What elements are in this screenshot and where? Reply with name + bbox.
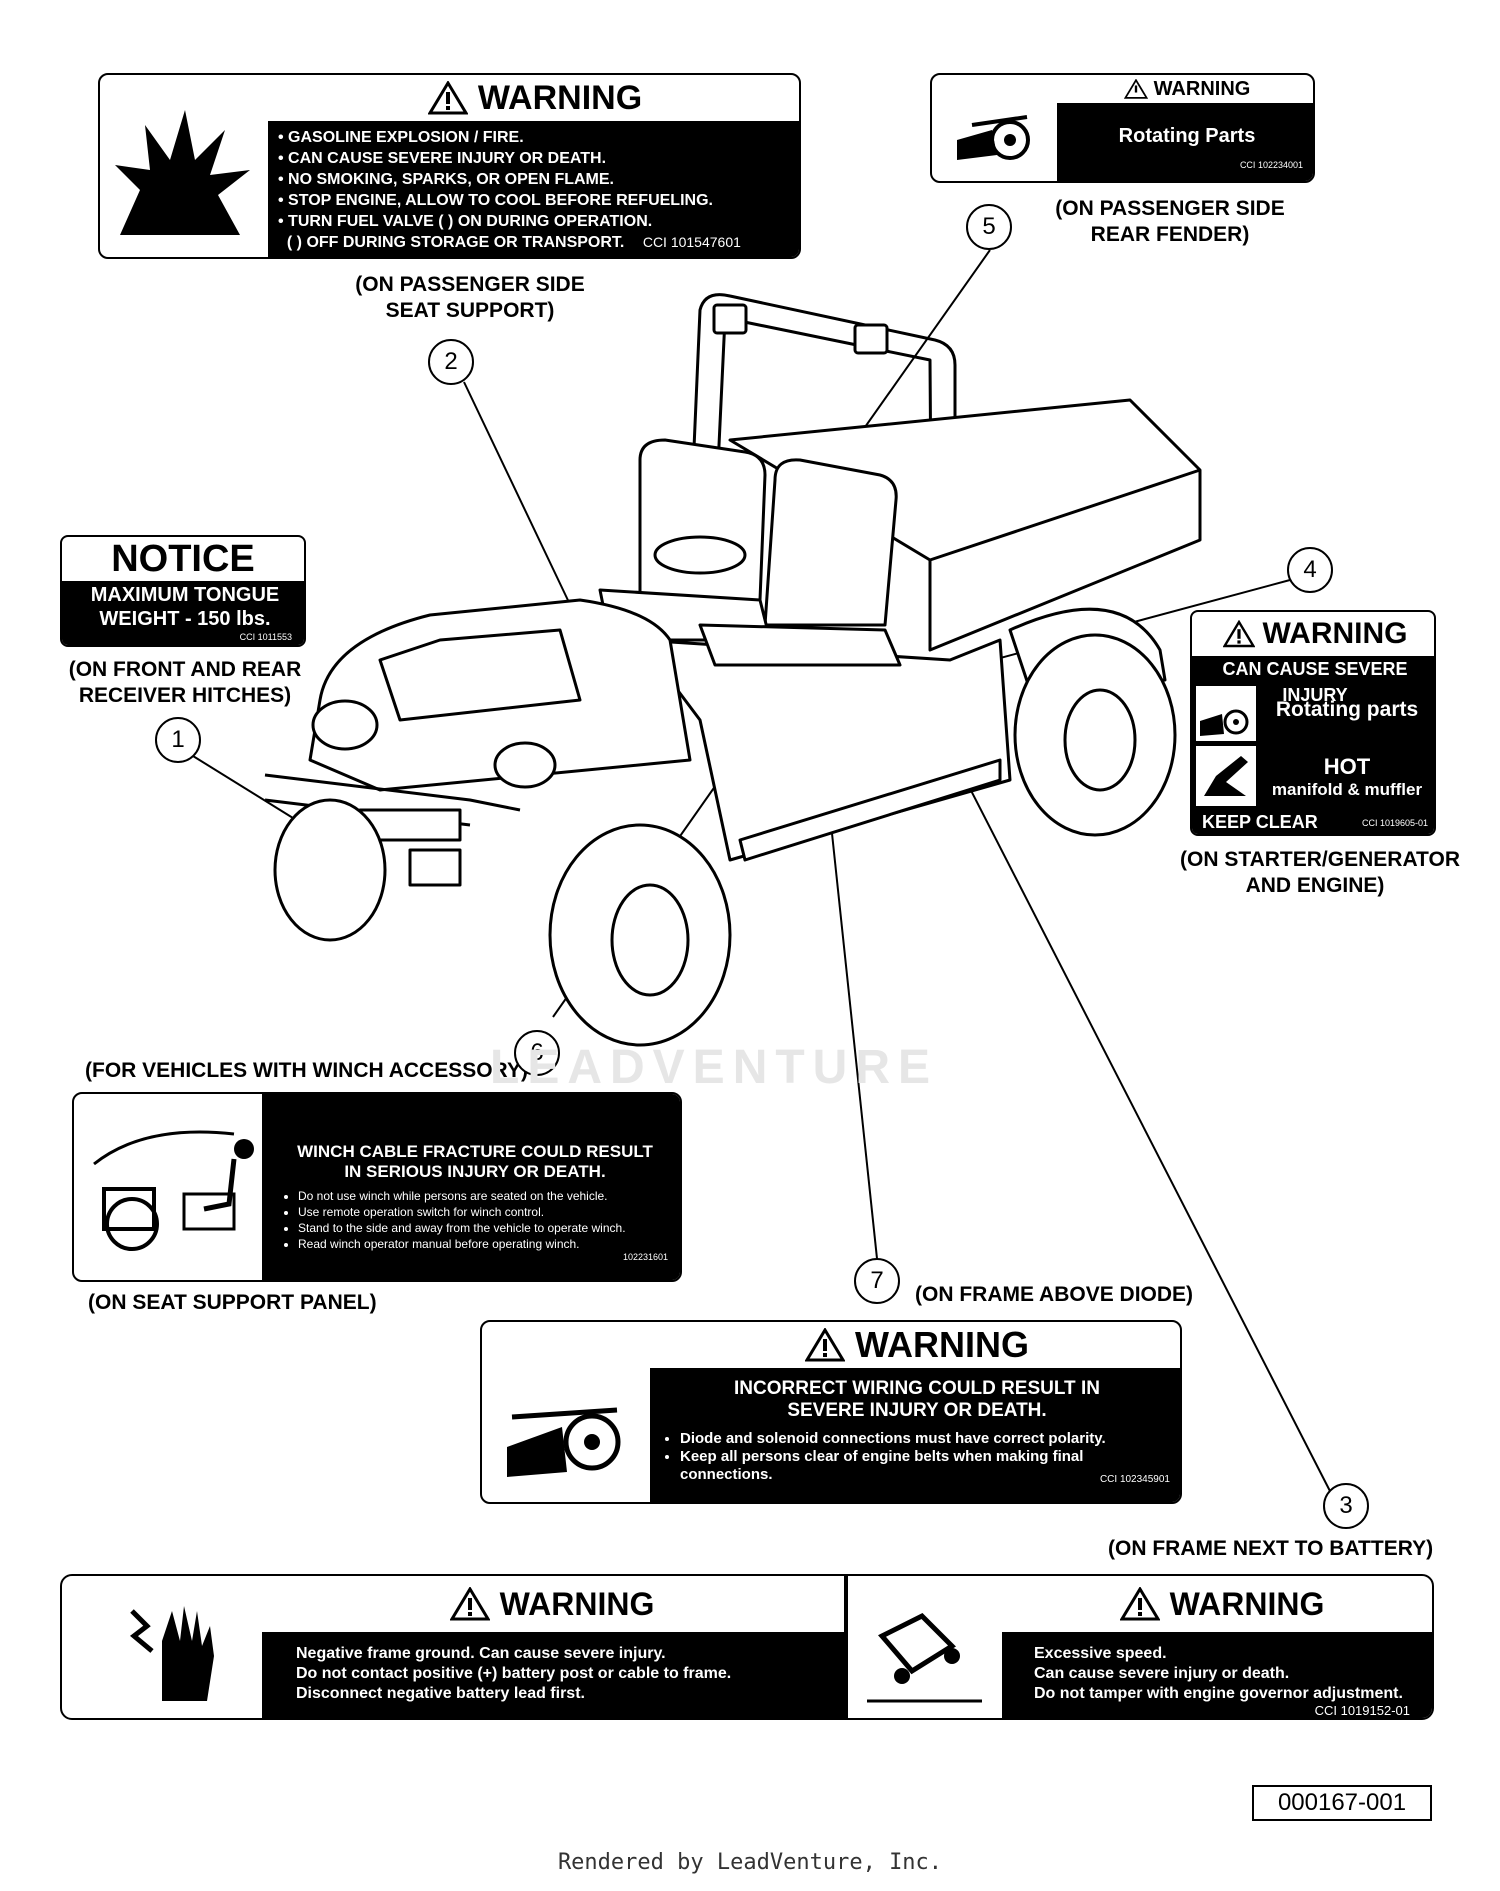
utv-illustration [264,293,1202,1047]
fuel-line: ( ) OFF DURING STORAGE OR TRANSPORT. CCI… [286,234,741,251]
warning-triangle-icon [1222,620,1255,648]
hot-surface-icon [1196,746,1256,806]
warning-header: WARNING [652,1322,1180,1368]
callout-6: 6 [514,1030,560,1076]
notice-decal: NOTICE MAXIMUM TONGUE WEIGHT - 150 lbs. … [60,535,306,647]
watermark: LEADVENTURE [490,1041,939,1094]
fuel-line: • TURN FUEL VALVE ( ) ON DURING OPERATIO… [278,213,653,230]
battery-decal-location: (ON FRAME NEXT TO BATTERY) [1108,1537,1434,1560]
battery-speed-decal: WARNING Negative frame ground. Can cause… [60,1574,1434,1720]
part-code: CCI 102234001 [1239,160,1303,170]
fuel-warning-decal: WARNING • GASOLINE EXPLOSION / FIRE. • C… [98,73,801,259]
warning-header: WARNING [1192,612,1434,656]
fuel-line: • CAN CAUSE SEVERE INJURY OR DEATH. [278,150,607,167]
belt-hazard-icon [502,1352,632,1487]
callout-4: 4 [1287,547,1333,593]
warning-header: WARNING [262,1576,842,1632]
warning-header: WARNING [1057,75,1313,103]
wiring-warning-decal: WARNING INCORRECT WIRING COULD RESULT IN… [480,1320,1182,1504]
warning-triangle-icon [1123,79,1148,99]
part-code: CCI 101547601 [642,234,741,250]
engine-warning-panel: CAN CAUSE SEVERE INJURY Rotating parts H… [1192,656,1434,834]
callout-5: 5 [966,204,1012,250]
divider [844,1576,848,1718]
rotating-parts-decal: WARNING Rotating Parts CCI 102234001 [930,73,1315,183]
figure-id: 000167-001 [1252,1785,1432,1821]
callout-1: 1 [155,717,201,763]
notice-header: NOTICE [111,538,255,580]
fuel-line: • NO SMOKING, SPARKS, OR OPEN FLAME. [278,171,614,188]
rotating-parts-panel: Rotating Parts CCI 102234001 [1057,103,1313,181]
explosion-icon [100,75,268,257]
fuel-warning-text-panel: • GASOLINE EXPLOSION / FIRE. • CAN CAUSE… [268,121,799,257]
leader-line-3 [939,729,1333,1496]
winch-decal-location: (ON SEAT SUPPORT PANEL) [88,1291,377,1314]
rendered-by-footer: Rendered by LeadVenture, Inc. [557,1850,943,1875]
wiring-decal-location: (ON FRAME ABOVE DIODE) [915,1283,1194,1306]
notice-panel: MAXIMUM TONGUE WEIGHT - 150 lbs. CCI 101… [62,581,304,645]
engine-warning-decal: WARNING CAN CAUSE SEVERE INJURY Rotating… [1190,610,1436,836]
warning-triangle-icon [805,1328,845,1362]
winch-operator-icon [84,1114,264,1269]
rotating-parts-icon [952,95,1042,170]
callout-2: 2 [428,339,474,385]
warning-triangle-icon [449,1587,490,1621]
warning-triangle-icon [427,81,468,115]
warning-header: WARNING [270,75,799,121]
battery-text-panel: Negative frame ground. Can cause severe … [262,1632,844,1718]
fuel-line: • GASOLINE EXPLOSION / FIRE. [278,129,524,146]
rotating-parts-icon [1196,686,1256,741]
electric-shock-hand-icon [122,1591,242,1716]
callout-7: 7 [854,1258,900,1304]
leader-line-2 [463,381,576,616]
callout-3: 3 [1323,1483,1369,1529]
warning-triangle-icon [1119,1587,1160,1621]
warning-header: WARNING [1002,1576,1432,1632]
winch-decal-note: (FOR VEHICLES WITH WINCH ACCESSORY) [85,1059,528,1082]
speed-text-panel: Excessive speed. Can cause severe injury… [1002,1632,1432,1718]
vehicle-tipping-icon [862,1596,992,1711]
fuel-line: • STOP ENGINE, ALLOW TO COOL BEFORE REFU… [278,192,713,209]
